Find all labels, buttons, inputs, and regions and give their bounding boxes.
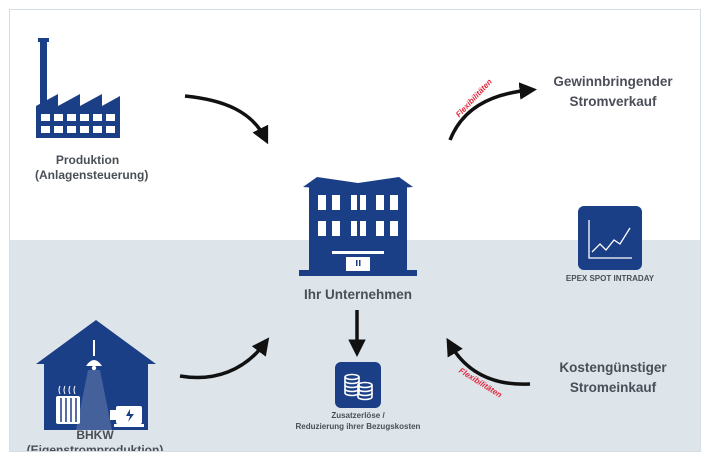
house-generator-icon [36, 320, 156, 430]
production-line1: Produktion [55, 153, 120, 167]
company-label: Ihr Unternehmen [303, 287, 412, 302]
office-building-icon [299, 177, 417, 276]
arrow-production-to-company [184, 94, 269, 145]
arrow-company-to-sale [448, 82, 537, 141]
arrow-bhkw-to-company [179, 337, 270, 380]
coins-icon [335, 362, 381, 408]
revenue-line2: Reduzierung ihrer Bezugskosten [295, 422, 421, 431]
production-line2: (Anlagensteuerung) [35, 168, 149, 182]
production-label: Produktion (Anlagensteuerung) [35, 153, 149, 183]
arrows-layer [179, 82, 537, 386]
arrow-purchase-to-company [446, 337, 531, 386]
diagram-frame: Flexibilitäten Flexibilitäten Produktion… [9, 9, 701, 452]
revenue-label: Zusatzerlöse / Reduzierung ihrer Bezugsk… [268, 410, 448, 432]
purchase-label: Kostengünstiger Stromeinkauf [538, 358, 688, 398]
sale-line2: Stromverkauf [569, 94, 657, 109]
purchase-line1: Kostengünstiger [559, 360, 667, 375]
factory-icon [36, 38, 120, 138]
sale-line1: Gewinnbringender [553, 74, 673, 89]
revenue-line1: Zusatzerlöse / [331, 411, 385, 420]
sale-label: Gewinnbringender Stromverkauf [538, 72, 688, 112]
bhkw-line2: (Eigenstromproduktion) [26, 443, 164, 452]
bhkw-line1: BHKW [76, 428, 114, 442]
chart-trend-icon [578, 206, 642, 270]
bhkw-label: BHKW (Eigenstromproduktion) [25, 428, 165, 452]
purchase-line2: Stromeinkauf [569, 380, 657, 395]
epex-label: EPEX SPOT INTRADAY [565, 274, 655, 283]
